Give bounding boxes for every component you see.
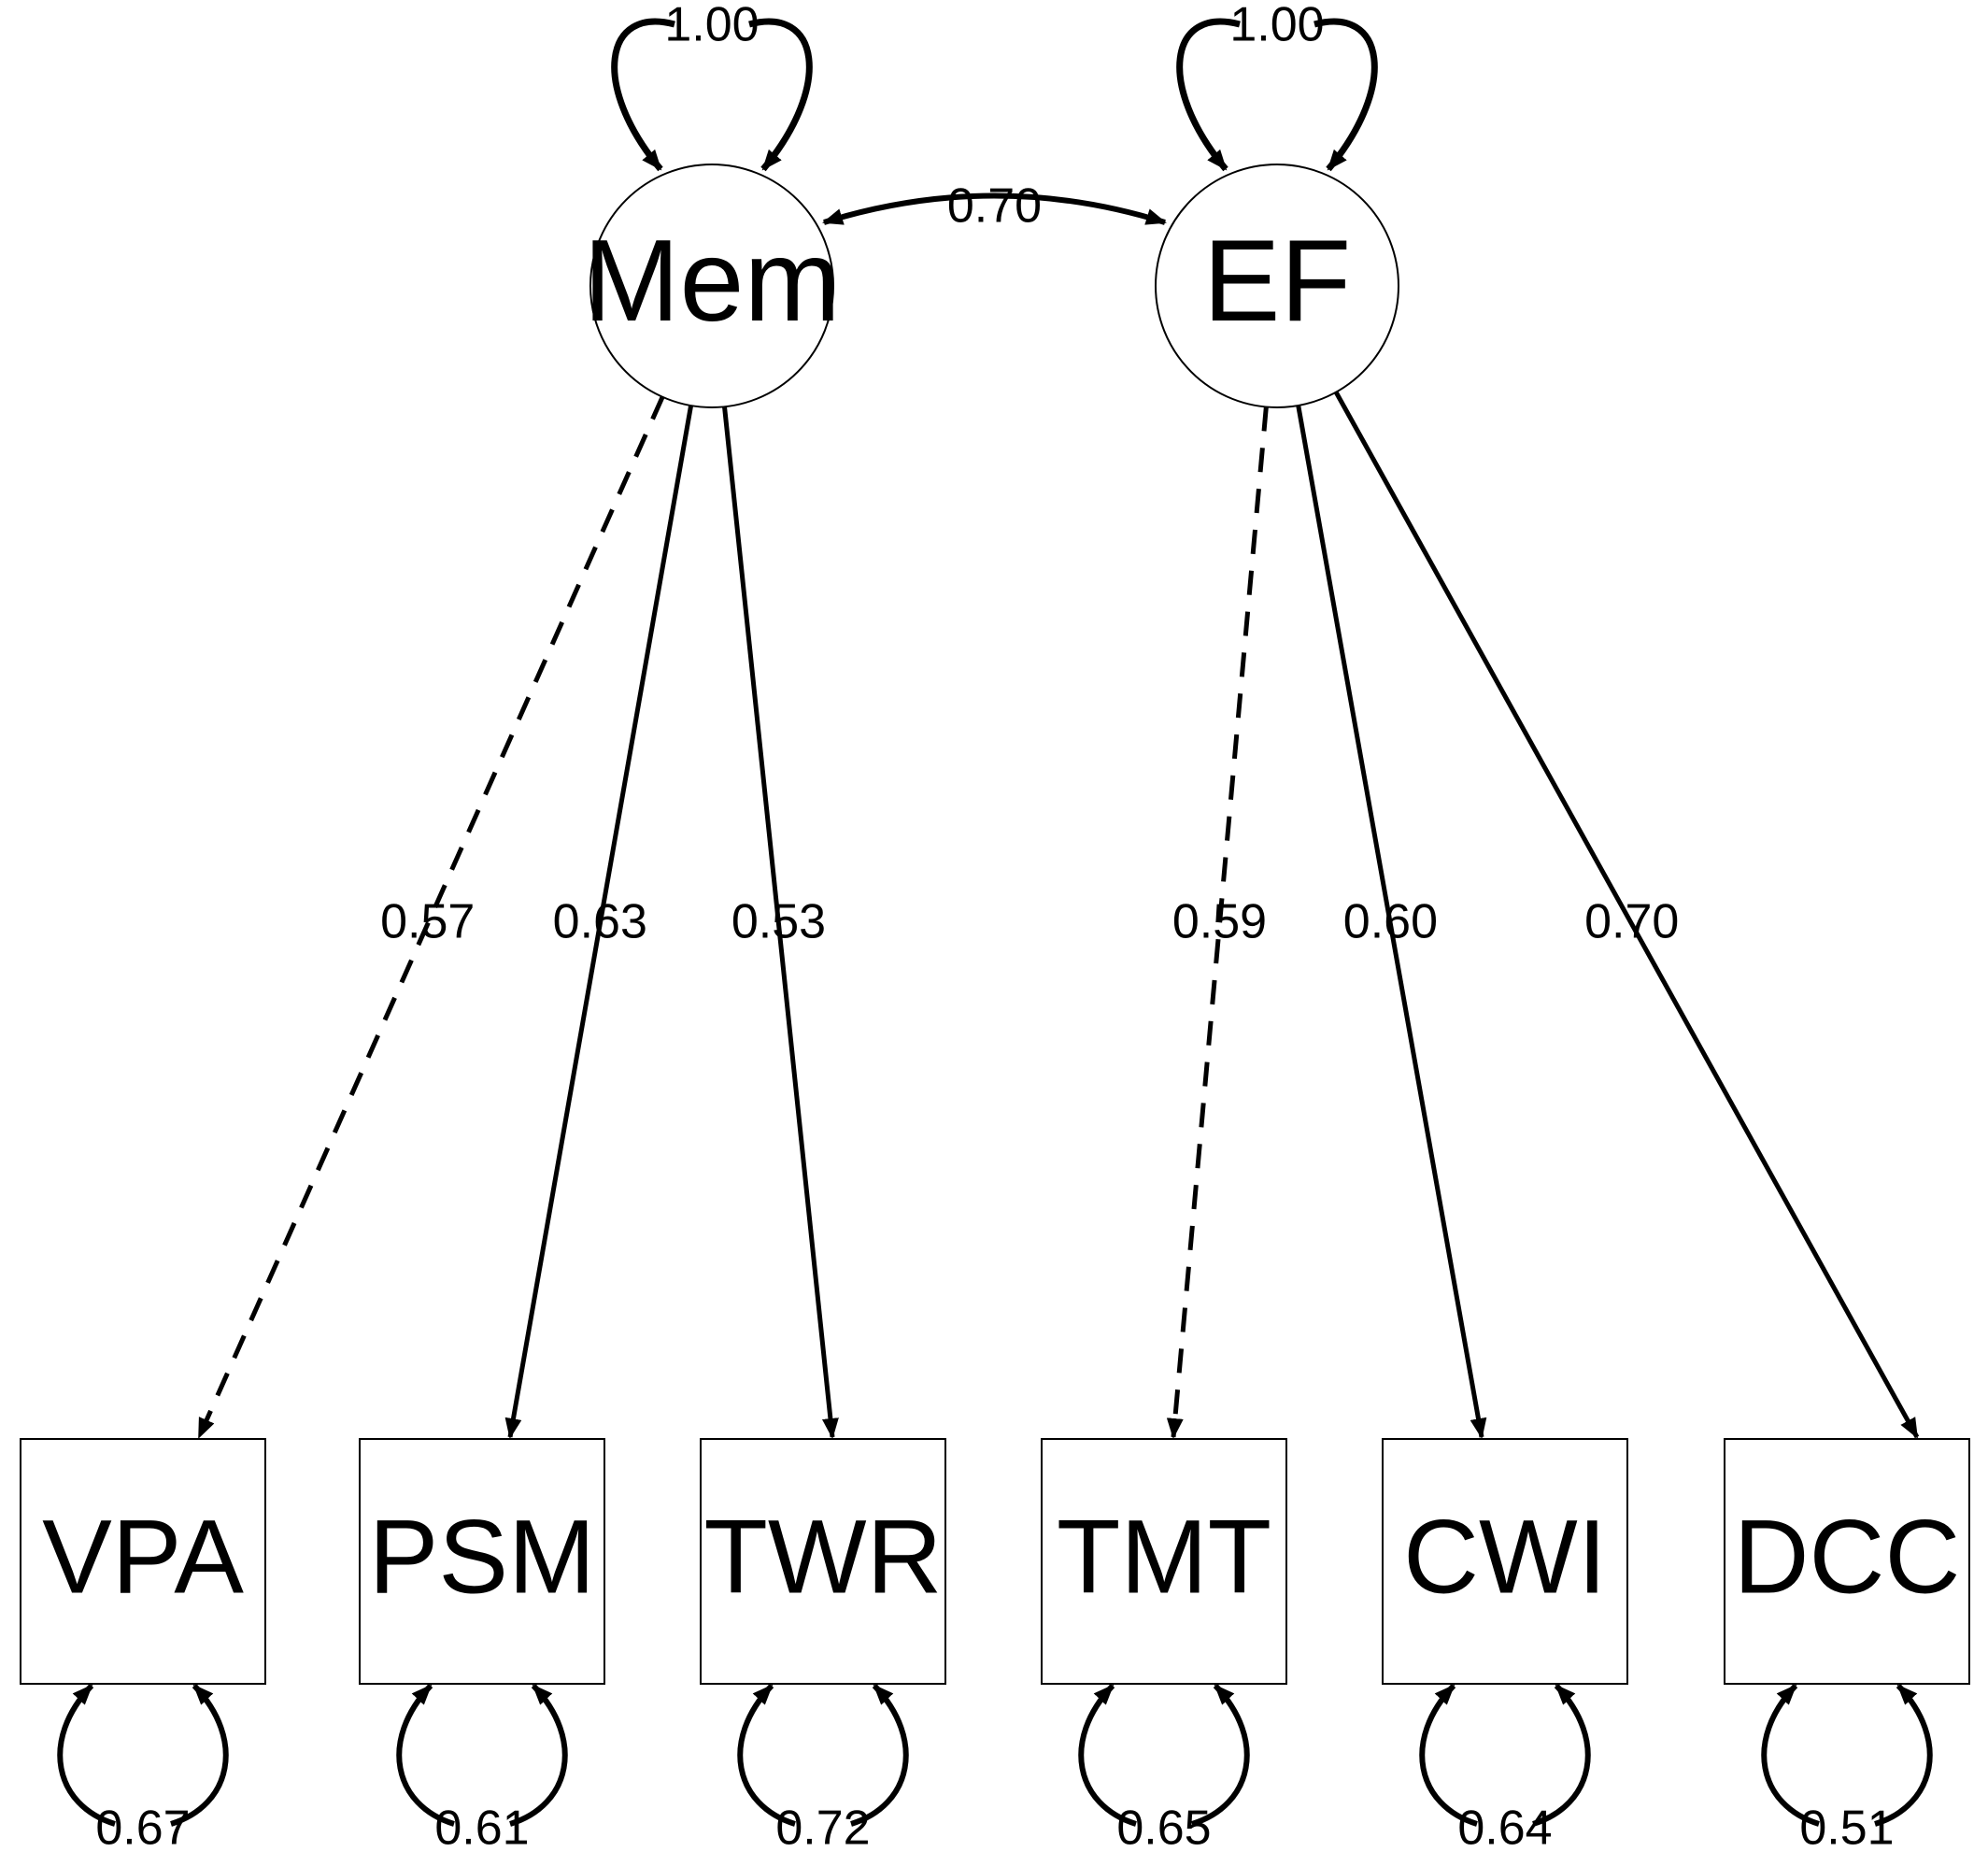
factor-variance-arc-right — [1314, 18, 1378, 172]
loading-label: 0.53 — [731, 895, 826, 949]
loading-arrow — [722, 406, 839, 1439]
indicator-label: DCC — [1734, 1499, 1961, 1616]
latent-factors: Mem EF — [583, 164, 1399, 408]
residual-arc-right — [1874, 1683, 1933, 1827]
residual-label: 0.51 — [1799, 1802, 1894, 1856]
residual-arc-left — [1419, 1683, 1478, 1827]
factor-label: Mem — [583, 217, 841, 346]
indicator-cwi: CWI — [1382, 1438, 1628, 1685]
residual-arc-left — [737, 1683, 796, 1827]
residual-label: 0.61 — [434, 1802, 529, 1856]
indicator-psm: PSM — [359, 1438, 605, 1685]
residual-arc-right — [850, 1683, 909, 1827]
observed-indicators: VPA PSM TWR TMT CWI DCC — [20, 1438, 1970, 1685]
loading-arrow — [1166, 406, 1269, 1439]
residual-label: 0.65 — [1116, 1802, 1211, 1856]
factor-variance-arc-right — [748, 18, 813, 172]
loading-arrow — [1296, 405, 1487, 1439]
factor-circle — [589, 164, 834, 408]
indicator-box — [1041, 1438, 1287, 1685]
factor-variances — [611, 18, 1378, 172]
indicator-box — [20, 1438, 266, 1685]
factor-ef: EF — [1155, 164, 1399, 408]
indicator-label: PSM — [369, 1499, 596, 1616]
residual-arc-left — [57, 1683, 116, 1827]
indicator-label: TWR — [703, 1499, 942, 1616]
indicator-box — [359, 1438, 605, 1685]
residual-label: 0.67 — [95, 1802, 190, 1856]
residual-arc-left — [1078, 1683, 1137, 1827]
factor-variance-label: 1.00 — [1229, 0, 1324, 52]
indicator-box — [1382, 1438, 1628, 1685]
indicator-box — [1724, 1438, 1970, 1685]
loading-label: 0.60 — [1343, 895, 1438, 949]
residual-arc-right — [1191, 1683, 1250, 1827]
indicator-vpa: VPA — [20, 1438, 266, 1685]
indicator-twr: TWR — [700, 1438, 946, 1685]
residual-arc-right — [1532, 1683, 1591, 1827]
factor-mem: Mem — [583, 164, 841, 408]
factor-covariance — [822, 192, 1167, 225]
indicator-label: TMT — [1057, 1499, 1271, 1616]
indicator-dcc: DCC — [1724, 1438, 1970, 1685]
covariance-arc — [822, 192, 1167, 225]
indicator-tmt: TMT — [1041, 1438, 1287, 1685]
factor-label: EF — [1203, 217, 1351, 346]
residual-arc-left — [1761, 1683, 1820, 1827]
factor-circle — [1155, 164, 1399, 408]
residual-arc-right — [170, 1683, 229, 1827]
covariance-label: 0.70 — [947, 179, 1042, 234]
coefficient-labels: 1.00 1.00 0.70 0.57 0.67 0.63 0.61 0.53 0.72 0.59… — [95, 0, 1894, 1856]
indicator-box — [700, 1438, 946, 1685]
residual-label: 0.64 — [1457, 1802, 1552, 1856]
loading-label: 0.70 — [1584, 895, 1679, 949]
loading-arrow — [196, 395, 665, 1439]
loading-label: 0.57 — [380, 895, 475, 949]
indicator-label: CWI — [1403, 1499, 1607, 1616]
factor-loadings — [196, 391, 1920, 1439]
loading-arrow — [504, 405, 694, 1439]
factor-variance-arc-left — [1176, 18, 1241, 172]
loading-label: 0.59 — [1172, 895, 1267, 949]
indicator-label: VPA — [42, 1499, 244, 1616]
residual-arc-right — [509, 1683, 568, 1827]
residual-label: 0.72 — [775, 1802, 870, 1856]
residual-arc-left — [396, 1683, 455, 1827]
factor-variance-arc-left — [611, 18, 675, 172]
loading-arrow — [1333, 391, 1920, 1439]
loading-label: 0.63 — [553, 895, 647, 949]
residual-variances — [57, 1683, 1933, 1827]
factor-variance-label: 1.00 — [664, 0, 759, 52]
